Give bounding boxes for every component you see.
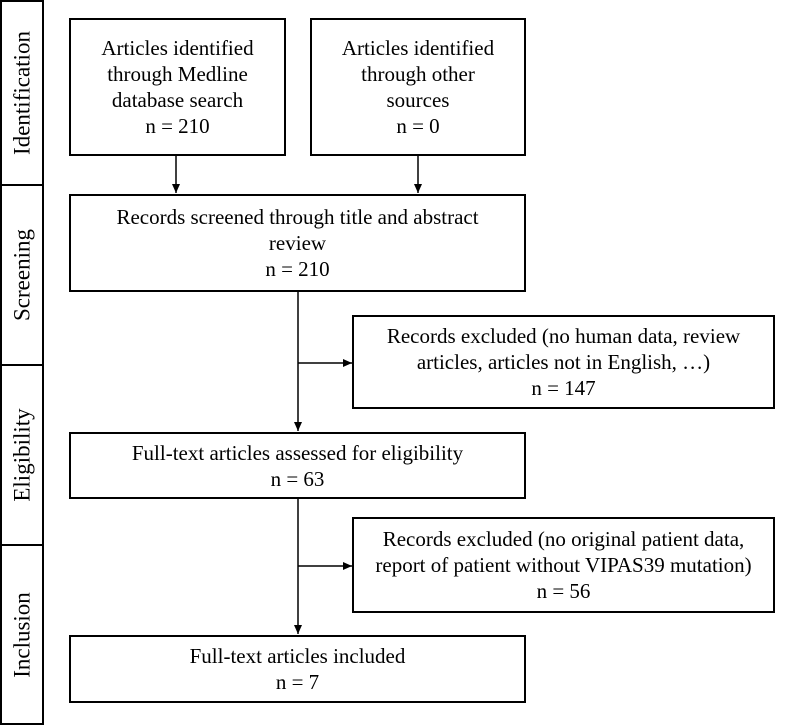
excluded2-count: n = 56 [536,579,591,603]
fulltext-line-1: Full-text articles assessed for eligibil… [131,440,464,465]
box-fulltext-assessed: Full-text articles assessed for eligibil… [69,432,526,499]
fulltext-count: n = 63 [270,466,325,491]
excluded1-line-2: articles, articles not in English, …) [416,350,711,374]
box-medline-search: Articles identified through Medline data… [69,18,286,156]
stage-screening: Screening [0,184,44,366]
box-fulltext-included: Full-text articles included n = 7 [69,635,526,703]
other-line-2: through other [361,62,475,86]
excluded1-line-1: Records excluded (no human data, review [386,324,741,348]
box-records-screened: Records screened through title and abstr… [69,194,526,292]
included-line-1: Full-text articles included [189,644,406,668]
medline-count: n = 210 [145,114,210,138]
stage-identification: Identification [0,0,44,186]
medline-line-3: database search [111,88,244,112]
medline-line-1: Articles identified [101,36,254,60]
screened-line-2: review [268,231,327,255]
screened-count: n = 210 [265,257,330,281]
box-other-sources: Articles identified through other source… [310,18,526,156]
box-records-excluded-2: Records excluded (no original patient da… [352,517,775,613]
box-records-excluded-1: Records excluded (no human data, review … [352,315,775,409]
excluded1-count: n = 147 [531,376,596,400]
other-line-3: sources [386,88,450,112]
stage-inclusion: Inclusion [0,544,44,725]
excluded2-line-2: report of patient without VIPAS39 mutati… [375,553,752,577]
included-count: n = 7 [275,670,320,694]
medline-line-2: through Medline [107,62,248,86]
screened-line-1: Records screened through title and abstr… [116,205,479,229]
other-count: n = 0 [396,114,440,138]
excluded2-line-1: Records excluded (no original patient da… [382,527,745,551]
other-line-1: Articles identified [341,36,495,60]
